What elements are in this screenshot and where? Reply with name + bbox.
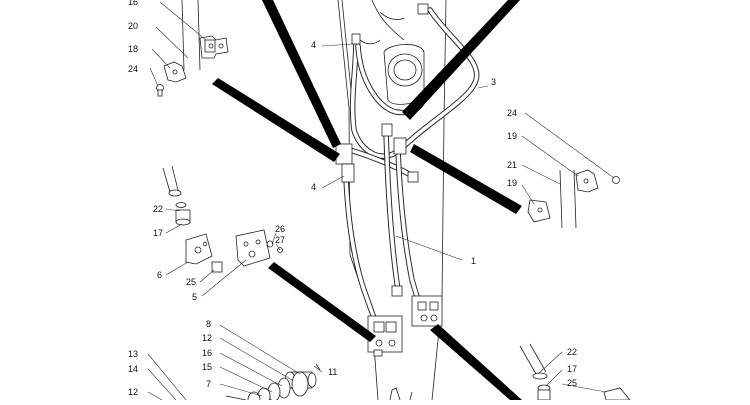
callout-13: 13 [128,349,138,359]
callout-16-lower: 16 [202,348,212,358]
callout-20: 20 [128,21,138,31]
callout-11: 11 [328,367,337,377]
detail-lower-right [519,343,631,401]
callout-7: 7 [206,379,211,389]
callout-17-right: 17 [567,364,577,374]
arrow-mid-left [212,78,340,162]
leader-lines [147,1,615,401]
callout-labels: 16 20 18 24 22 17 6 25 5 26 27 4 4 3 1 2… [128,0,577,397]
callout-16-top: 16 [128,0,138,7]
callout-26: 26 [275,224,285,234]
callout-24-left: 24 [128,64,138,74]
arrow-low-left [268,262,376,342]
detail-right-middle [527,169,620,229]
callout-27: 27 [275,235,285,245]
view-arrows [212,0,522,400]
callout-1: 1 [471,256,476,266]
callout-5: 5 [192,292,197,302]
callout-25-right: 25 [567,378,577,388]
callout-8: 8 [206,319,211,329]
callout-12-upper: 12 [202,333,212,343]
arrow-low-right [430,324,522,400]
callout-17-left: 17 [153,228,163,238]
callout-22-left: 22 [153,204,163,214]
callout-19-lower: 19 [507,178,517,188]
callout-24-right: 24 [507,108,517,118]
detail-upper-left [156,0,229,97]
callout-4-lower: 4 [311,182,316,192]
callout-3: 3 [491,77,496,87]
callout-22-right: 22 [567,347,577,357]
callout-19-upper: 19 [507,131,517,141]
callout-6: 6 [157,270,162,280]
lower-clamp-left [367,315,403,357]
callout-21: 21 [507,160,517,170]
callout-14: 14 [128,364,138,374]
callout-25-left: 25 [186,277,196,287]
callout-4-upper: 4 [311,40,316,50]
callout-18: 18 [128,44,138,54]
callout-12-lower: 12 [128,387,138,397]
arrow-mid-right [410,144,522,214]
detail-left-middle [162,165,283,273]
arrow-top-left [262,0,341,148]
detail-lower-left [225,363,321,405]
lower-clamp-right [411,295,443,327]
arrow-top-right [402,0,520,120]
callout-15: 15 [202,362,212,372]
